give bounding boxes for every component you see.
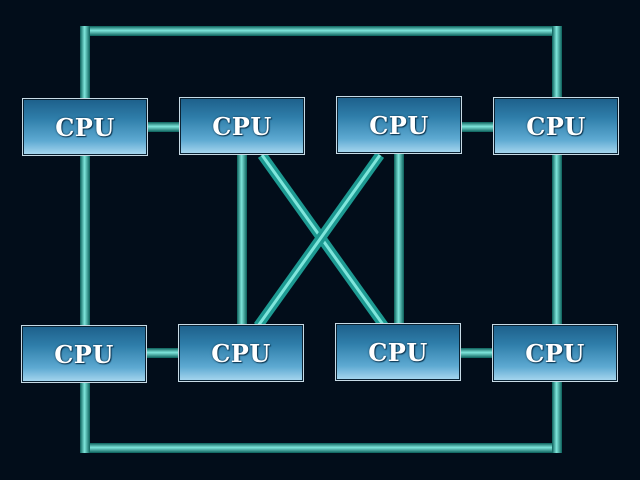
cpu-node-4: CPU — [493, 97, 619, 155]
cpu-node-5: CPU — [21, 325, 147, 383]
cpu-node-label: CPU — [54, 339, 114, 369]
link-horizontal-7-8 — [461, 348, 493, 358]
outer-ring-left — [80, 26, 90, 453]
cpu-node-label: CPU — [212, 111, 272, 141]
cpu-node-label: CPU — [525, 338, 585, 368]
cpu-node-8: CPU — [492, 324, 618, 382]
link-diagonal-3-6-highlight — [256, 154, 382, 327]
cpu-node-label: CPU — [211, 338, 271, 368]
cpu-node-6: CPU — [178, 324, 304, 382]
cpu-node-label: CPU — [526, 111, 586, 141]
link-horizontal-3-4 — [462, 122, 494, 132]
link-horizontal-1-2 — [148, 122, 180, 132]
cpu-node-1: CPU — [22, 98, 148, 156]
link-vertical-3-7 — [394, 150, 404, 330]
outer-ring-bottom — [80, 443, 562, 453]
link-horizontal-5-6 — [147, 348, 179, 358]
outer-ring-right — [552, 26, 562, 453]
cpu-node-label: CPU — [369, 110, 429, 140]
cpu-node-label: CPU — [368, 337, 428, 367]
cpu-node-7: CPU — [335, 323, 461, 381]
link-vertical-2-6 — [237, 150, 247, 330]
cpu-node-3: CPU — [336, 96, 462, 154]
cpu-node-2: CPU — [179, 97, 305, 155]
cpu-node-label: CPU — [55, 112, 115, 142]
outer-ring-top — [80, 26, 562, 36]
